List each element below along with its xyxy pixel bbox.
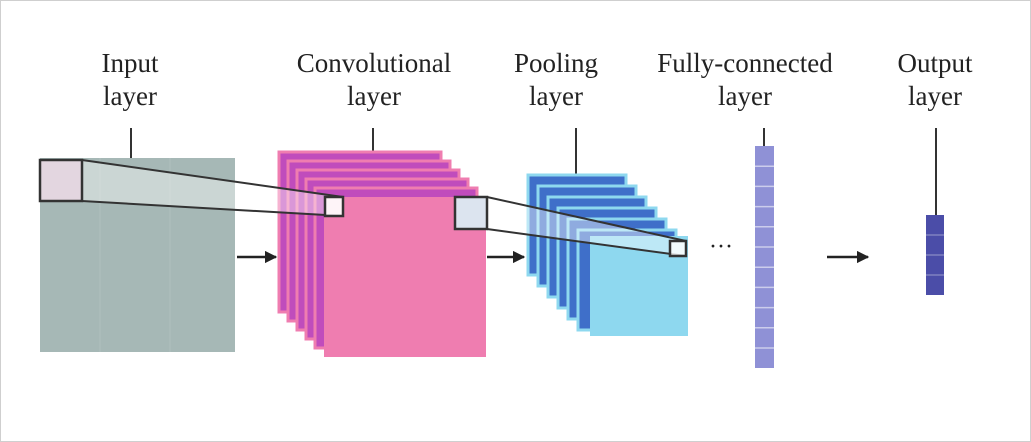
output-neurons (926, 234, 944, 276)
label-input-line1: Input (101, 48, 159, 78)
convolutional-feature-maps (277, 150, 486, 357)
output-layer-column (926, 215, 944, 295)
fully-connected-layer-column (755, 146, 774, 368)
label-fully-connected-layer: Fully-connected layer (640, 47, 850, 113)
ellipsis: ··· (709, 234, 733, 260)
pooling-feature-maps (526, 173, 688, 336)
label-output-line2: layer (908, 81, 962, 111)
conv-receptive-field (453, 195, 489, 231)
input-grid-lines (99, 158, 171, 352)
label-fc-line2: layer (718, 81, 772, 111)
pool-target-cell (668, 239, 688, 258)
label-conv-line2: layer (347, 81, 401, 111)
label-input-layer: Input layer (80, 47, 180, 113)
label-pooling-layer: Pooling layer (501, 47, 611, 113)
fully-connected-neurons (755, 165, 774, 349)
label-input-line2: layer (103, 81, 157, 111)
label-output-layer: Output layer (880, 47, 990, 113)
label-pool-line2: layer (529, 81, 583, 111)
conv-target-cell (323, 195, 345, 218)
label-pool-line1: Pooling (513, 48, 599, 78)
label-fc-line1: Fully-connected (657, 48, 833, 78)
input-receptive-field (38, 158, 84, 203)
label-output-line1: Output (897, 48, 973, 78)
label-conv-line1: Convolutional (296, 48, 452, 78)
label-convolutional-layer: Convolutional layer (284, 47, 464, 113)
